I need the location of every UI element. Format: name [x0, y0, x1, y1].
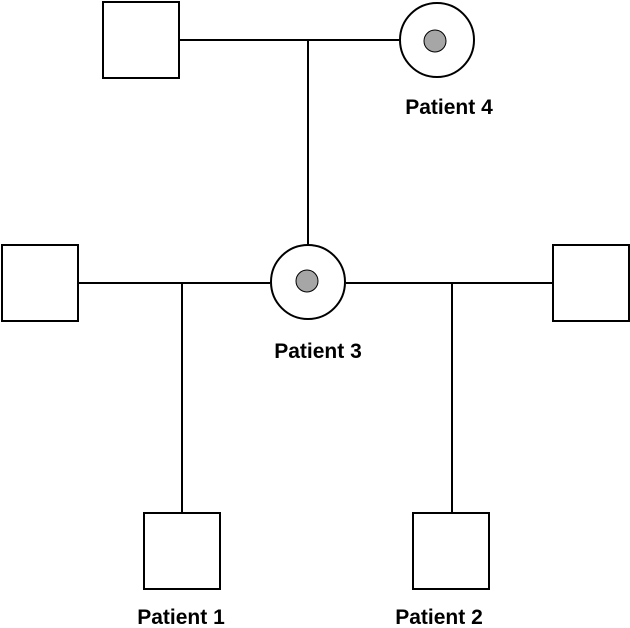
patient-4-female-symbol	[399, 2, 475, 78]
patient-2-label: Patient 2	[395, 606, 483, 628]
patient-3-female-symbol	[270, 244, 346, 320]
grandfather-male-symbol	[102, 1, 180, 79]
patient-1-male-symbol	[143, 512, 221, 590]
partner-right-male-symbol	[552, 244, 630, 322]
patient-1-label: Patient 1	[137, 606, 225, 628]
partner-left-male-symbol	[1, 244, 79, 322]
patient-3-carrier-dot	[295, 269, 319, 293]
patient-4-carrier-dot	[423, 29, 447, 53]
patient-4-label: Patient 4	[405, 96, 493, 119]
patient-2-male-symbol	[412, 512, 490, 590]
patient-3-label: Patient 3	[274, 340, 362, 363]
